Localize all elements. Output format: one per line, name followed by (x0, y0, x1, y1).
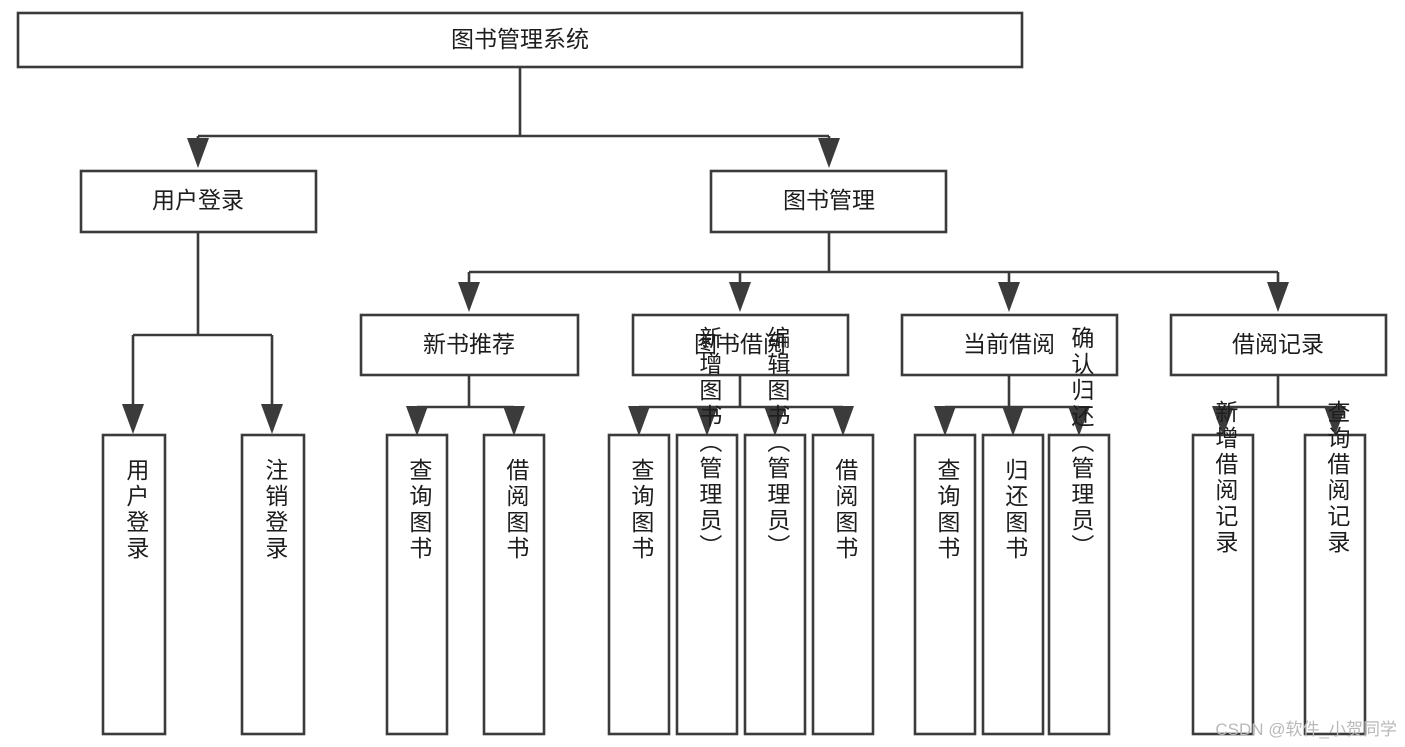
arrow-root-to-book-manage (818, 138, 840, 168)
node-leaf-confirm-return-box[interactable] (1047, 433, 1111, 736)
node-leaf-query-book-2[interactable]: 查询图书 (607, 433, 671, 736)
node-book-manage-box[interactable] (709, 169, 948, 234)
node-leaf-query-book-1[interactable]: 查询图书 (385, 433, 449, 736)
connector-group-new-book-rec (406, 375, 525, 436)
node-leaf-add-book-box[interactable] (675, 433, 739, 736)
node-book-borrow[interactable]: 图书借阅 (631, 313, 850, 377)
node-borrow-record-label: 借阅记录 (1232, 331, 1324, 357)
csdn-watermark: CSDN @软件_小贺同学 (1215, 720, 1397, 739)
arrow-root-to-user-login (187, 138, 209, 168)
connector-group-borrow-record (1212, 375, 1346, 436)
arrow-user-login-child-1 (122, 404, 144, 434)
arrow-book-borrow-child-4 (832, 406, 854, 436)
connector-group-current-borrow (934, 375, 1090, 436)
arrow-current-borrow-child-2 (1002, 406, 1024, 436)
node-leaf-confirm-return-label: 确认归还（管理员） (1068, 326, 1095, 560)
arrow-book-manage-child-1 (458, 282, 480, 312)
node-new-book-rec-box[interactable] (359, 313, 580, 377)
connector-group-root (187, 67, 840, 168)
node-leaf-add-book-label: 新增图书（管理员） (696, 326, 723, 560)
node-leaf-edit-book-box[interactable] (743, 433, 807, 736)
arrow-user-login-child-2 (261, 404, 283, 434)
connector-group-book-manage (458, 232, 1289, 312)
node-leaf-edit-book-label: 编辑图书（管理员） (764, 326, 791, 560)
node-leaf-return-book[interactable]: 归还图书 (981, 433, 1045, 736)
node-leaf-user-login-box[interactable] (101, 433, 167, 736)
node-leaf-borrow-book-2-label: 借阅图书 (832, 458, 859, 562)
node-leaf-user-login-label: 用户登录 (123, 458, 150, 562)
node-leaf-query-record[interactable]: 查询借阅记录 (1303, 400, 1367, 736)
node-leaf-query-book-2-label: 查询图书 (628, 458, 655, 562)
node-user-login-label: 用户登录 (152, 187, 244, 213)
arrow-book-manage-child-3 (998, 282, 1020, 312)
node-root-label: 图书管理系统 (451, 26, 589, 52)
node-current-borrow[interactable]: 当前借阅 (900, 313, 1119, 377)
node-leaf-confirm-return[interactable]: 确认归还（管理员） (1047, 326, 1111, 736)
node-leaf-return-book-box[interactable] (981, 433, 1045, 736)
arrow-book-borrow-child-1 (628, 406, 650, 436)
node-leaf-user-login[interactable]: 用户登录 (101, 433, 167, 736)
node-leaf-return-book-label: 归还图书 (1002, 458, 1029, 562)
node-user-login[interactable]: 用户登录 (79, 169, 318, 234)
arrow-new-book-rec-child-2 (503, 406, 525, 436)
node-leaf-borrow-book-2[interactable]: 借阅图书 (811, 433, 875, 736)
node-leaf-edit-book[interactable]: 编辑图书（管理员） (743, 326, 807, 736)
arrow-new-book-rec-child-1 (406, 406, 428, 436)
node-new-book-rec[interactable]: 新书推荐 (359, 313, 580, 377)
node-leaf-query-book-1-label: 查询图书 (406, 458, 433, 562)
connector-group-book-borrow (628, 375, 854, 436)
arrow-book-manage-child-2 (729, 282, 751, 312)
arrow-current-borrow-child-1 (934, 406, 956, 436)
arrow-book-manage-child-4 (1267, 282, 1289, 312)
node-leaf-query-record-label: 查询借阅记录 (1324, 400, 1351, 556)
node-book-borrow-label: 图书借阅 (694, 331, 786, 357)
node-leaf-add-record-box[interactable] (1191, 433, 1255, 736)
node-leaf-borrow-book-1-label: 借阅图书 (503, 458, 530, 562)
node-leaf-borrow-book-2-box[interactable] (811, 433, 875, 736)
node-leaf-logout[interactable]: 注销登录 (240, 433, 306, 736)
node-leaf-query-record-box[interactable] (1303, 433, 1367, 736)
node-root-box[interactable] (16, 11, 1024, 69)
node-current-borrow-box[interactable] (900, 313, 1119, 377)
node-book-manage-label: 图书管理 (783, 187, 875, 213)
node-book-borrow-box[interactable] (631, 313, 850, 377)
node-leaf-borrow-book-1-box[interactable] (482, 433, 546, 736)
node-leaf-query-book-3-box[interactable] (913, 433, 977, 736)
node-leaf-add-book[interactable]: 新增图书（管理员） (675, 326, 739, 736)
node-leaf-add-record-label: 新增借阅记录 (1212, 400, 1239, 556)
node-borrow-record[interactable]: 借阅记录 (1169, 313, 1388, 377)
node-leaf-logout-label: 注销登录 (262, 458, 289, 562)
node-leaf-query-book-3[interactable]: 查询图书 (913, 433, 977, 736)
node-new-book-rec-label: 新书推荐 (423, 331, 515, 357)
node-current-borrow-label: 当前借阅 (963, 331, 1055, 357)
node-leaf-query-book-1-box[interactable] (385, 433, 449, 736)
node-book-manage[interactable]: 图书管理 (709, 169, 948, 234)
node-borrow-record-box[interactable] (1169, 313, 1388, 377)
node-leaf-borrow-book-1[interactable]: 借阅图书 (482, 433, 546, 736)
node-leaf-add-record[interactable]: 新增借阅记录 (1191, 400, 1255, 736)
node-leaf-query-book-3-label: 查询图书 (934, 458, 961, 562)
node-root[interactable]: 图书管理系统 (16, 11, 1024, 69)
connector-group-user-login (122, 232, 283, 434)
node-leaf-logout-box[interactable] (240, 433, 306, 736)
node-leaf-query-book-2-box[interactable] (607, 433, 671, 736)
node-user-login-box[interactable] (79, 169, 318, 234)
